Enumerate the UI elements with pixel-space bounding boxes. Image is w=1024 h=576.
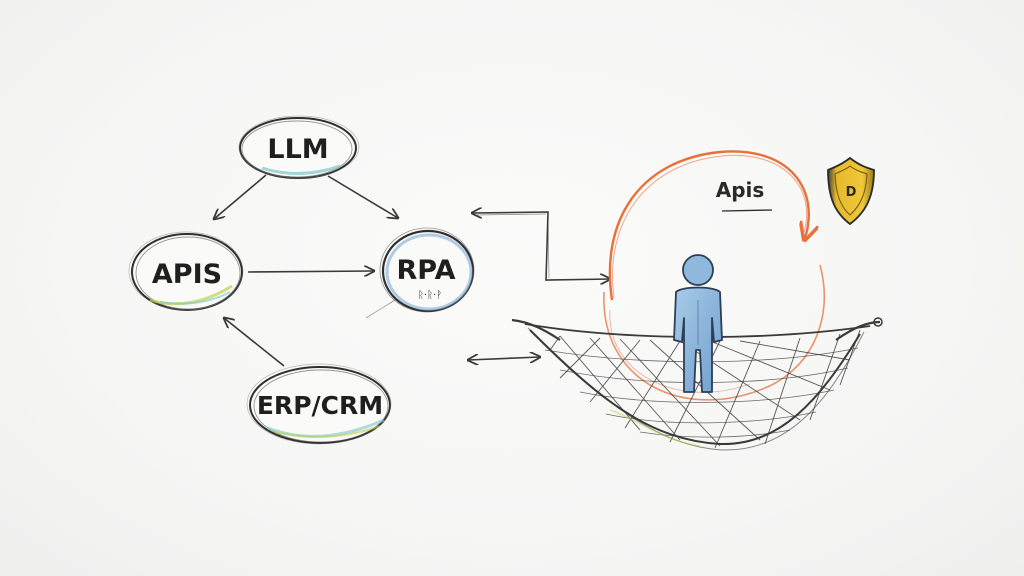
person-icon bbox=[673, 254, 723, 393]
edge-bidirectional bbox=[468, 357, 540, 360]
llm-label: LLM bbox=[267, 134, 328, 165]
edge-rpa-to-loop bbox=[472, 212, 610, 280]
apis-node: APIS bbox=[128, 231, 244, 311]
edge-apis-to-rpa bbox=[247, 271, 374, 272]
edge-erp-to-apis bbox=[224, 318, 285, 367]
edges bbox=[214, 174, 610, 367]
shield-label: D bbox=[846, 185, 857, 200]
erp-crm-label: ERP/CRM bbox=[257, 391, 383, 420]
erp-crm-node: ERP/CRM bbox=[246, 363, 392, 445]
safety-net-icon bbox=[511, 317, 883, 451]
feedback-loop: Apis bbox=[603, 150, 825, 401]
rpa-sub-mark: ᚱ·ᚱ·ᚹ bbox=[418, 290, 442, 301]
rpa-label: RPA bbox=[397, 255, 456, 286]
apis-label: APIS bbox=[152, 259, 222, 290]
llm-node: LLM bbox=[238, 115, 360, 179]
edge-llm-to-rpa bbox=[327, 175, 398, 218]
edge-llm-to-apis bbox=[214, 174, 267, 219]
shield-icon: D bbox=[827, 156, 875, 226]
rpa-node: RPA ᚱ·ᚱ·ᚹ bbox=[379, 227, 475, 313]
loop-label: Apis bbox=[716, 178, 765, 202]
loop-label-underline bbox=[721, 209, 773, 212]
